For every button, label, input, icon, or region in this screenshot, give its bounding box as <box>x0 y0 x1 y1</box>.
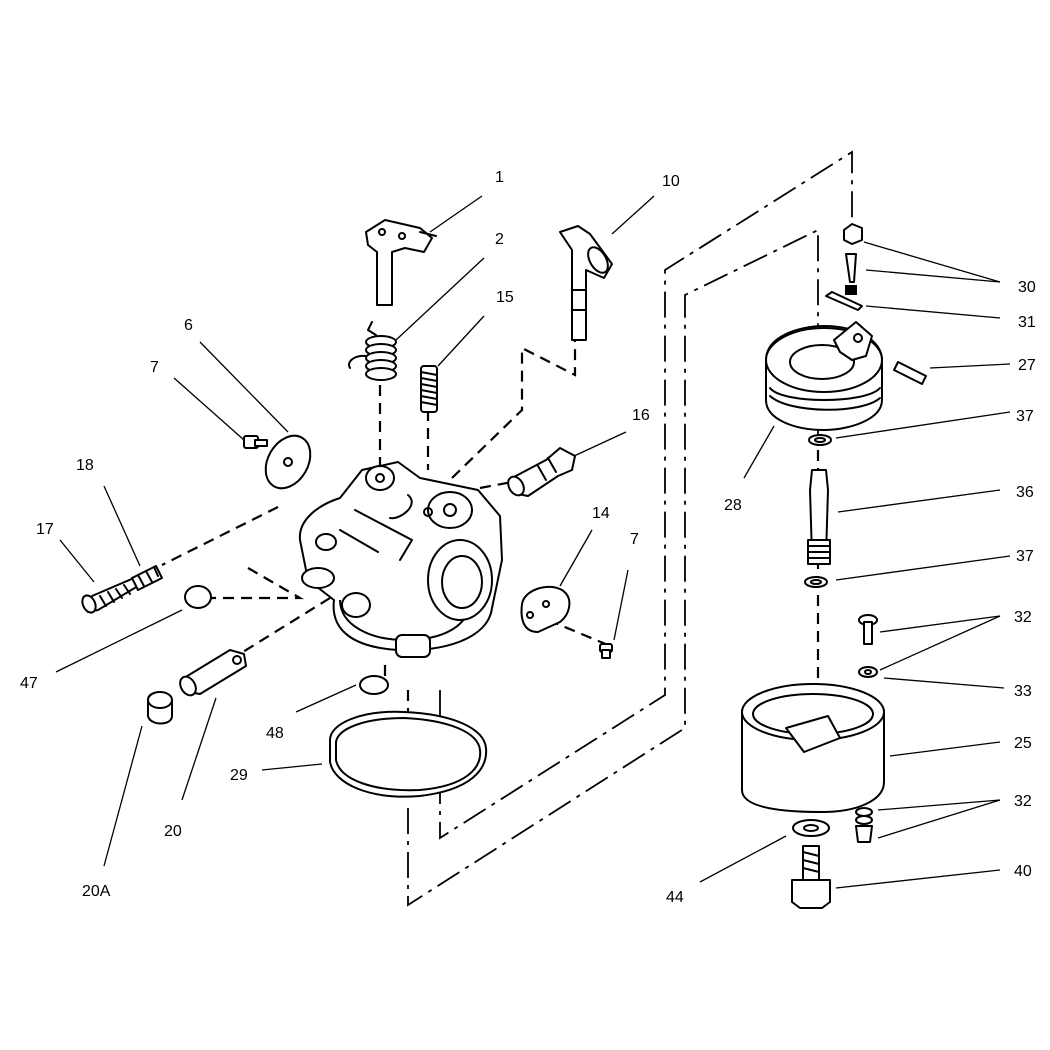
callout-17: 17 <box>36 521 54 538</box>
callout-7-lower: 7 <box>630 531 639 548</box>
part-30-inlet-needle <box>843 223 863 295</box>
part-14-choke-plate <box>520 585 571 633</box>
callout-47: 47 <box>20 675 38 692</box>
leader-lines <box>55 195 1011 889</box>
callout-28: 28 <box>724 497 742 514</box>
part-15-idle-screw <box>420 365 438 413</box>
part-40-bowl-bolt <box>791 845 831 909</box>
callout-16: 16 <box>632 407 650 424</box>
part-10-choke-shaft <box>559 225 613 341</box>
part-25-float-bowl <box>741 683 885 813</box>
callout-7-upper: 7 <box>150 359 159 376</box>
part-16-fuel-inlet-fitting <box>507 447 576 497</box>
callout-14: 14 <box>592 505 610 522</box>
callout-20a: 20A <box>82 883 111 900</box>
part-32-bowl-pin-upper <box>858 614 878 645</box>
callout-48: 48 <box>266 725 284 742</box>
callout-37-upper: 37 <box>1016 408 1034 425</box>
part-36-main-nozzle <box>807 469 831 565</box>
callout-27: 27 <box>1018 357 1036 374</box>
part-28-float <box>765 321 883 431</box>
callout-36: 36 <box>1016 484 1034 501</box>
part-1-throttle-lever <box>365 219 437 306</box>
part-20a-jet-cap <box>147 691 173 725</box>
callout-37-lower: 37 <box>1016 548 1034 565</box>
callout-18: 18 <box>76 457 94 474</box>
part-47-welch-plug <box>184 585 212 609</box>
callout-2: 2 <box>495 231 504 248</box>
part-27-float-pin <box>893 361 927 385</box>
part-44-bowl-washer <box>792 819 830 837</box>
callout-44: 44 <box>666 889 684 906</box>
part-6-throttle-plate <box>264 434 312 490</box>
part-2-throttle-spring <box>348 321 397 381</box>
carburetor-body <box>298 461 503 658</box>
part-37-o-ring-lower <box>804 576 828 588</box>
part-7-screw-upper <box>243 435 268 449</box>
callout-29: 29 <box>230 767 248 784</box>
callout-32-lower: 32 <box>1014 793 1032 810</box>
callout-6: 6 <box>184 317 193 334</box>
callout-20: 20 <box>164 823 182 840</box>
part-7-screw-lower <box>599 643 613 659</box>
callout-31: 31 <box>1018 314 1036 331</box>
callout-25: 25 <box>1014 735 1032 752</box>
callout-40: 40 <box>1014 863 1032 880</box>
part-48-welch-plug <box>359 675 389 695</box>
part-32-bowl-spring-lower <box>855 807 873 843</box>
callout-1: 1 <box>495 169 504 186</box>
callout-15: 15 <box>496 289 514 306</box>
callout-33: 33 <box>1014 683 1032 700</box>
part-20-main-jet <box>179 649 247 697</box>
part-33-washer <box>858 666 878 678</box>
part-17-18-idle-mixture-needle <box>81 565 163 614</box>
part-29-bowl-gasket <box>329 710 488 798</box>
callout-labels: 1 2 6 7 7 10 14 15 16 17 18 20 20A 25 27… <box>20 169 1036 906</box>
part-31-clip <box>825 291 863 311</box>
part-37-o-ring-upper <box>808 434 832 446</box>
callout-32-upper: 32 <box>1014 609 1032 626</box>
callout-30: 30 <box>1018 279 1036 296</box>
callout-10: 10 <box>662 173 680 190</box>
